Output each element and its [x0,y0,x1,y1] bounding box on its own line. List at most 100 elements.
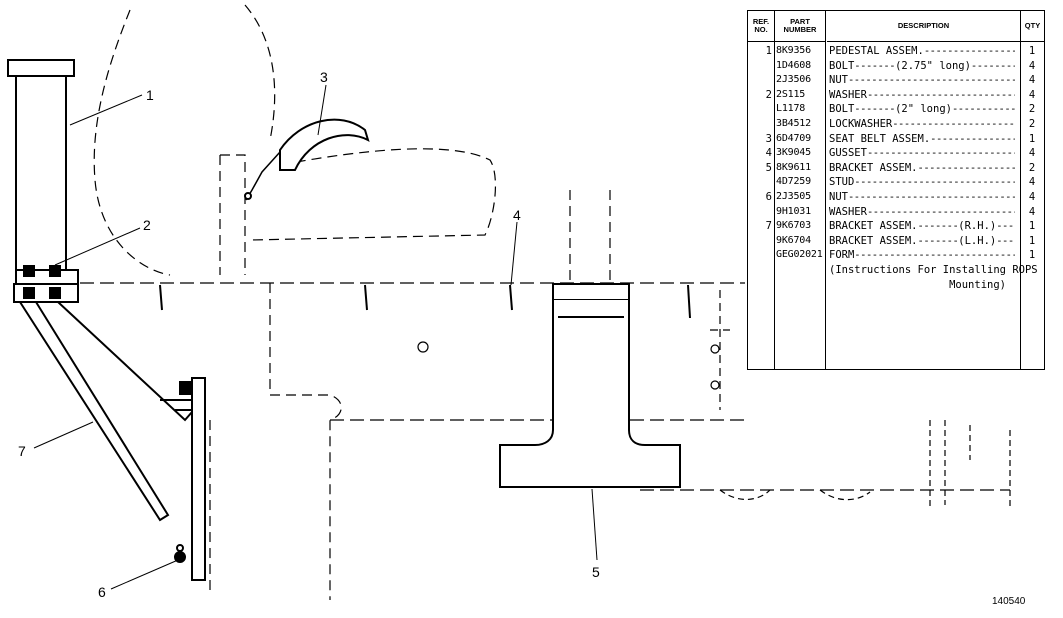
leader-3 [317,84,327,136]
description-note: (L.H.) [958,234,997,247]
ref-number: 4 [765,147,772,160]
part-number: 1D4608 [776,59,811,71]
description: BOLT-------(2.75" long)-----------------… [829,59,1015,72]
part-number: 9H1031 [776,205,811,217]
quantity: 1 [1028,234,1036,247]
ref-number: 7 [765,220,772,233]
quantity: 1 [1028,249,1036,262]
description-text: WASHER [829,205,867,218]
quantity: 1 [1028,132,1036,145]
description: LOCKWASHER------------------------------ [829,118,1015,130]
description: WASHER------------------------------ [829,88,1015,101]
seat-cushion-outline [249,148,496,241]
description-text: GUSSET [829,147,867,160]
description: BRACKET ASSEM.-------(R.H.)-------------… [829,220,1015,233]
bracket-assembly-rh [19,301,193,522]
header-description: DESCRIPTION [827,11,1020,42]
description: NUT------------------------------ [829,74,1015,87]
description-text: BOLT [829,103,855,116]
description: NUT------------------------------ [829,191,1015,203]
center-bracket-assembly [499,283,681,488]
description-text: BRACKET ASSEM. [829,220,918,233]
leader-6 [110,559,179,590]
table-row: 6 2J3505 NUT------------------------------… [748,190,1044,205]
description-text: NUT [829,191,848,203]
table-row: 5 8K9611 BRACKET ASSEM.-------------------… [748,161,1044,176]
seat-top-outline [244,4,276,141]
part-number: 3K9045 [776,147,811,159]
callout-5: 5 [592,564,600,580]
table-row: 7 9K6703 BRACKET ASSEM.-------(R.H.)------… [748,219,1044,234]
seat-back-outline [93,9,171,276]
description-text: WASHER [829,88,867,101]
description: STUD------------------------------ [829,176,1015,189]
quantity: 4 [1028,59,1036,72]
header-ref: REF. NO. [748,11,774,42]
description-note: (R.H.) [958,220,997,233]
pedestal-assembly [7,59,79,303]
callout-1: 1 [146,87,154,103]
frame-right-edge [710,290,730,410]
part-number: 8K9611 [776,161,811,173]
quantity: 4 [1028,191,1036,203]
ref-number: 6 [765,191,772,203]
table-row: GEG02021 FORM----------------------------… [748,248,1044,263]
table-continuation-2: Mounting) [949,278,1006,291]
table-row: 3B4512 LOCKWASHER------------------------… [748,117,1044,132]
part-number: 2J3506 [776,74,811,86]
ref-number: 5 [765,161,772,174]
description: BRACKET ASSEM.-------(L.H.)-------------… [829,234,1015,247]
table-row: 4 3K9045 GUSSET---------------------------… [748,146,1044,161]
header-part-number: PART NUMBER [775,11,825,42]
callout-6: 6 [98,584,106,600]
table-row: 9H1031 WASHER----------------------------… [748,205,1044,220]
table-row: 1D4608 BOLT-------(2.75" long)-----------… [748,59,1044,74]
frame-hole [417,341,429,353]
description: PEDESTAL ASSEM.-------------------------… [829,45,1015,57]
table-row: 3 6D4709 SEAT BELT ASSEM.-----------------… [748,132,1044,147]
quantity: 4 [1028,147,1036,160]
table-row: 4D7259 STUD------------------------------… [748,175,1044,190]
callout-2: 2 [143,217,151,233]
part-number: 6D4709 [776,132,811,144]
part-number: 4D7259 [776,176,811,188]
leader-7 [33,421,94,449]
description-text: BOLT [829,59,855,72]
description: BOLT-------(2" long)-------------------- [829,103,1015,116]
description: GUSSET------------------------------ [829,147,1015,160]
ref-number: 1 [765,45,772,57]
quantity: 2 [1028,118,1036,130]
table-row: 1 8K9356 PEDESTAL ASSEM.------------------… [748,44,1044,59]
description-text: BRACKET ASSEM. [829,234,918,247]
frame-left-block [269,283,342,600]
description-note: (2" long) [895,103,952,116]
quantity: 2 [1028,103,1036,116]
frame-right-dashes [929,420,1011,510]
description: WASHER------------------------------ [829,205,1015,218]
part-number: 2J3505 [776,191,811,202]
description: SEAT BELT ASSEM.------------------------… [829,132,1015,145]
frame-hole-small [710,380,720,390]
table-row: L1178 BOLT-------(2" long)---------------… [748,102,1044,117]
quantity: 1 [1028,45,1036,57]
frame-bottom-curves [719,489,871,501]
part-number: 8K9356 [776,45,811,56]
description: FORM------------------------------ [829,249,1015,262]
frame-bolt-marks [159,284,691,319]
part-number: GEG02021 [776,249,823,261]
description-text: FORM [829,249,855,262]
leader-2 [54,227,141,266]
part-number: 3B4512 [776,118,811,129]
description-text: NUT [829,74,848,87]
figure-number: 140540 [992,596,1026,607]
part-number: 9K6703 [776,220,811,232]
quantity: 1 [1028,220,1036,233]
part-number: L1178 [776,103,806,115]
description: BRACKET ASSEM.--------------------------… [829,161,1015,174]
ref-number: 3 [765,132,772,145]
quantity: 4 [1028,88,1036,101]
callout-4: 4 [513,207,521,223]
